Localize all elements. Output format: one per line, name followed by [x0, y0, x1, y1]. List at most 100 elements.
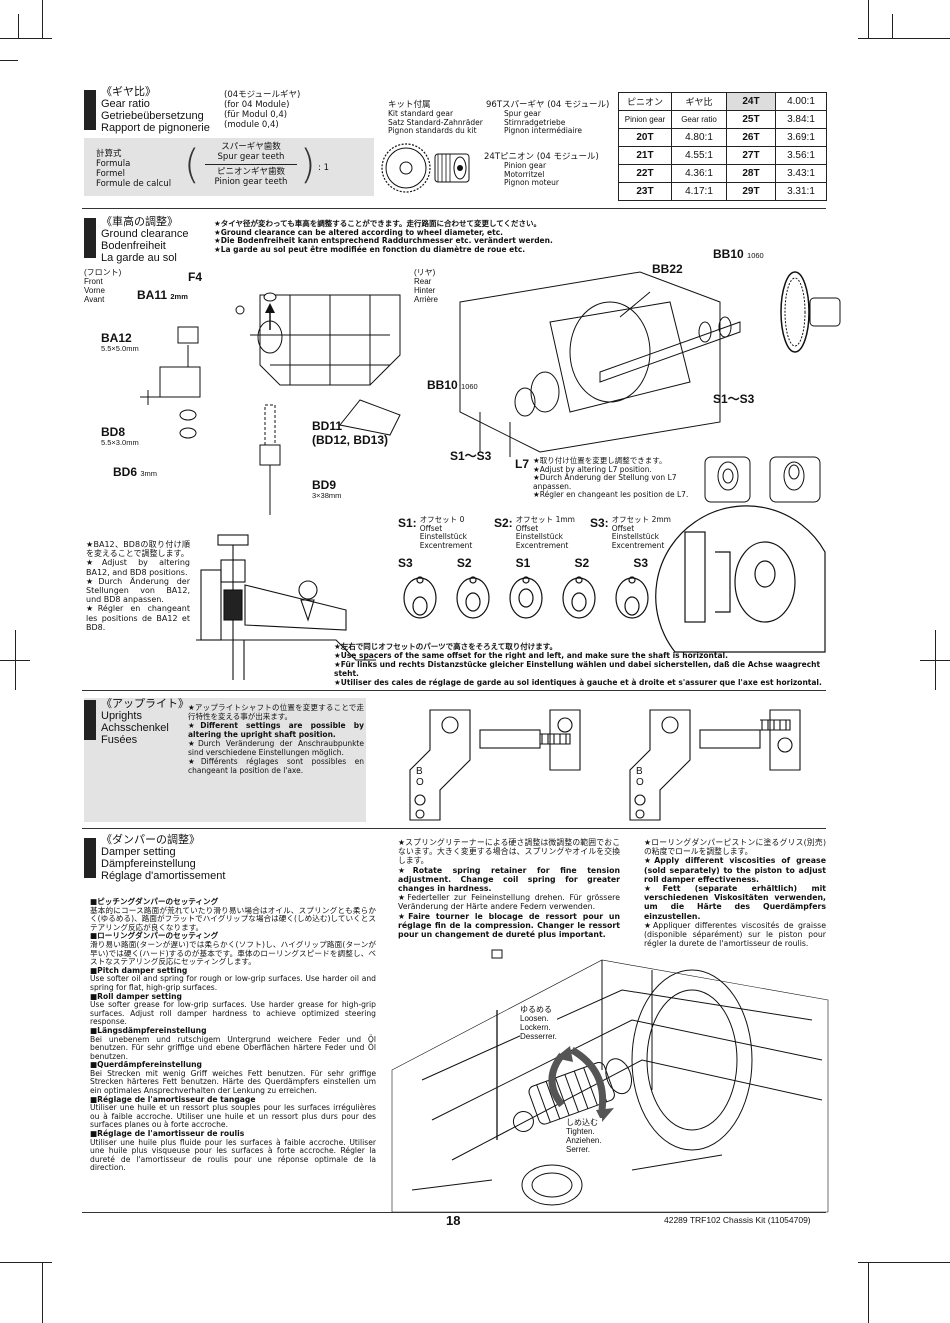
- damper-paragraph: ■ローリングダンパーのセッティング滑り易い路面(ターンが遅い)では柔らかく(ソフ…: [90, 931, 376, 967]
- page-number: 18: [446, 1213, 461, 1228]
- section-divider: [82, 828, 826, 829]
- crop-mark: [18, 14, 19, 38]
- table-cell: 3.84:1: [775, 110, 827, 129]
- damper-paragraph: ■ピッチングダンパーのセッティング基本的にコース路面が荒れていたり滑り易い場合は…: [90, 897, 376, 932]
- gear-illustration: [381, 143, 470, 193]
- table-cell: 4.00:1: [775, 92, 827, 111]
- crop-mark: [868, 0, 869, 38]
- damper-instructions: ■ピッチングダンパーのセッティング基本的にコース路面が荒れていたり滑り易い場合は…: [90, 897, 376, 1173]
- gear-ratio-title: 《ギヤ比》 Gear ratio Getriebeübersetzung Rap…: [101, 85, 210, 135]
- l7-illustration: [704, 456, 821, 503]
- gear-ratio-table: ピニオン ギヤ比 24T 4.00:1 Pinion gear Gear rat…: [618, 92, 827, 201]
- table-cell: ギヤ比: [671, 92, 727, 111]
- formula-box: [84, 138, 374, 196]
- crop-mark: [42, 1262, 43, 1323]
- crop-mark: [935, 630, 936, 690]
- section-bar: [84, 90, 96, 130]
- ba-notes: ★BA12、BD8の取り付け順を変えることで調整します。★Adjust by a…: [86, 540, 190, 632]
- uprights-notes: ★アップライトシャフトの位置を変更することで走行特性を変える事が出来ます。★Di…: [188, 703, 364, 775]
- section-bar: [84, 838, 96, 878]
- part-bd11: BD11(BD12, BD13): [312, 419, 389, 447]
- wheel-hub-illustration: [655, 505, 826, 653]
- part-s1s3a: S1〜S3: [713, 392, 755, 406]
- uprights-box: [84, 698, 366, 822]
- spacer-labels: S3 S2 S1 S2 S3: [398, 556, 648, 570]
- crop-mark: [0, 60, 18, 61]
- paren-right: ): [300, 142, 316, 188]
- crop-mark: [868, 1262, 869, 1323]
- section-divider: [82, 1212, 826, 1213]
- l7-notes: ★取り付け位置を変更し調整できます。★Adjust by altering L7…: [533, 456, 689, 499]
- section-divider: [82, 208, 826, 209]
- spacer-notes: ★左右で同じオフセットのパーツで高さをそろえて取り付けます。★Use space…: [334, 642, 822, 687]
- crop-mark: [15, 630, 16, 690]
- part-bb22: BB22: [652, 262, 683, 276]
- part-bb10: BB10 1060: [713, 247, 764, 261]
- crop-mark: [42, 0, 43, 38]
- crop-mark: [0, 38, 52, 39]
- table-cell: ピニオン: [618, 92, 672, 111]
- rear-axle-illustration: [459, 271, 841, 457]
- section-bar: [84, 218, 96, 258]
- section-divider: [82, 690, 826, 691]
- table-cell: Gear ratio: [671, 110, 727, 129]
- crop-mark: [858, 38, 950, 39]
- part-f4: F4: [188, 270, 203, 284]
- crop-mark: [858, 1262, 950, 1263]
- damper-chassis-illustration: [391, 949, 829, 1213]
- table-cell: 24T: [726, 92, 776, 111]
- spacer-illustration: [403, 576, 649, 619]
- spring-retainer-notes: ★スプリングリテーナーによる硬さ調整は微調整の範囲でおこないます。大きく変更する…: [398, 838, 620, 940]
- front-suspension-illustration: [140, 292, 401, 515]
- upright-illustration-2: [629, 709, 801, 821]
- crop-mark: [892, 14, 893, 38]
- kit-footer: 42289 TRF102 Chassis Kit (11054709): [664, 1215, 811, 1225]
- ground-clearance-notes: ★タイヤ径が変わっても車高を調整することができます。走行路面に合わせて変更してく…: [214, 219, 553, 254]
- part-bb10b: BB10 1060: [427, 378, 478, 392]
- formula-fraction: スパーギヤ歯数 Spur gear teeth ピニオンギヤ歯数 Pinion …: [205, 142, 297, 187]
- crop-mark: [0, 1262, 52, 1263]
- knuckle-illustration: [196, 534, 376, 680]
- module-note: (04モジュールギヤ)(for 04 Module) (für Modul 0,…: [224, 90, 301, 130]
- table-cell: Pinion gear: [618, 110, 672, 129]
- grease-notes: ★ローリングダンパーピストンに塗るグリス(別売)の粘度でロールを調整します。★A…: [644, 838, 826, 949]
- paren-left: (: [184, 142, 200, 188]
- formula-result: : 1: [318, 163, 329, 173]
- part-s1s3b: S1〜S3: [450, 449, 492, 463]
- part-bd6: BD6 3mm: [113, 465, 158, 479]
- table-cell: 25T: [726, 110, 776, 129]
- damper-title: 《ダンパーの調整》Damper setting Dämpfereinstellu…: [101, 834, 226, 882]
- part-ba11: BA11 2mm: [137, 288, 188, 302]
- section-bar: [84, 700, 96, 740]
- part-l7: L7: [515, 457, 530, 471]
